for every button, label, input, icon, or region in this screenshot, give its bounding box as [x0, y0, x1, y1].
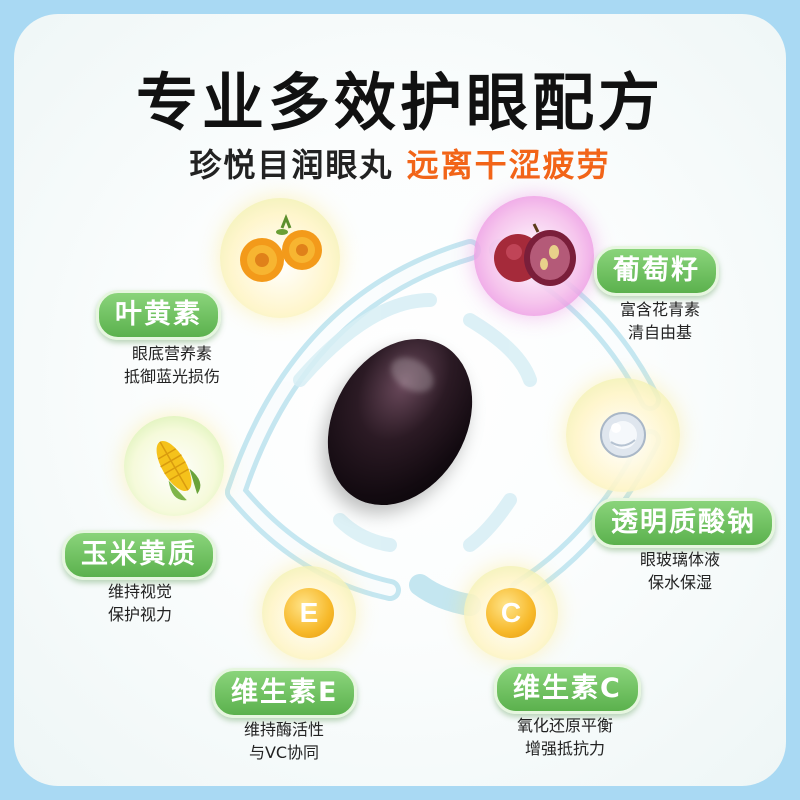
vitamin-e-icon: E: [284, 588, 334, 638]
vitamin-c-icon: C: [486, 588, 536, 638]
grape-bubble: [474, 196, 594, 316]
label-sodium-hyaluronate: 透明质酸钠: [592, 498, 775, 548]
hyaluronic-bubble: [566, 378, 680, 492]
label-vitamin-c: 维生素C: [494, 664, 641, 714]
label-zeaxanthin: 玉米黄质: [62, 530, 216, 580]
grape-icon: [494, 223, 576, 286]
desc-vitamin-e: 维持酶活性 与VC协同: [243, 720, 324, 762]
desc-lutein: 眼底营养素 抵御蓝光损伤: [123, 344, 220, 386]
desc-grape-seed: 富含花青素 清自由基: [619, 300, 700, 342]
marigold-bubble: [220, 198, 340, 318]
desc-zeaxanthin: 维持视觉 保护视力: [107, 582, 172, 624]
marigold-icon: [240, 213, 322, 282]
desc-sodium-hyaluronate: 眼玻璃体液 保水保湿: [639, 550, 720, 592]
label-vitamin-e: 维生素E: [212, 668, 358, 718]
product-name: 珍悦目润眼丸: [189, 146, 394, 184]
page-subtitle: 珍悦目润眼丸 远离干涩疲劳: [0, 140, 800, 186]
label-grape-seed: 葡萄籽: [594, 246, 719, 296]
vitamin-c-bubble: C: [464, 566, 558, 660]
corn-icon: [156, 441, 201, 501]
subtitle-highlight: 远离干涩疲劳: [406, 146, 611, 184]
desc-vitamin-c: 氧化还原平衡 增强抵抗力: [516, 716, 613, 758]
page-title: 专业多效护眼配方: [135, 66, 664, 139]
corn-bubble: [124, 416, 224, 516]
water-drop-icon: [600, 412, 646, 458]
label-lutein: 叶黄素: [96, 290, 221, 340]
vitamin-e-bubble: E: [262, 566, 356, 660]
